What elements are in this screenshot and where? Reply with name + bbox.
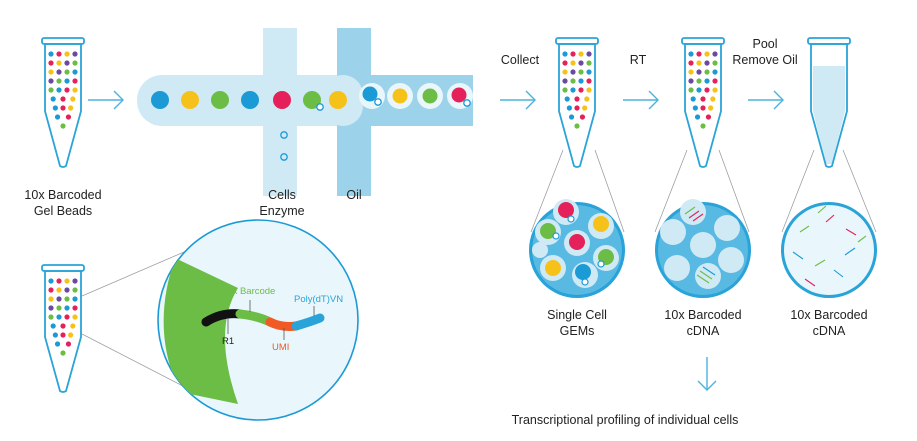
pooled-cdna-label-line1: 10x Barcoded bbox=[790, 308, 868, 322]
gel-bead bbox=[241, 91, 259, 109]
barcode-label: 10x Barcode bbox=[222, 286, 276, 297]
profiling-label: Transcriptional profiling of individual … bbox=[511, 413, 739, 427]
pooled-cdna-label-line2: cDNA bbox=[812, 324, 846, 338]
cell-input-channel bbox=[263, 28, 297, 196]
gel-beads-label-line2: Gel Beads bbox=[33, 204, 93, 218]
cell-in-channel bbox=[280, 153, 288, 161]
gem-zoom-circle bbox=[529, 199, 625, 298]
pool-label: Pool bbox=[752, 37, 778, 51]
gel-bead-tube bbox=[41, 37, 85, 168]
oil-label: Oil bbox=[346, 188, 362, 202]
gel-bead bbox=[211, 91, 229, 109]
step-arrows bbox=[88, 90, 784, 391]
gem-droplets bbox=[359, 83, 473, 109]
chevron-right-arrow bbox=[88, 90, 124, 110]
remove-oil-label: Remove Oil bbox=[732, 53, 798, 67]
gel-bead bbox=[303, 91, 321, 109]
cells-label: Cells bbox=[268, 188, 296, 202]
oligo-strand bbox=[201, 309, 325, 331]
cdna-label-line1: 10x Barcoded bbox=[664, 308, 742, 322]
gel-bead bbox=[181, 91, 199, 109]
enzyme-label: Enzyme bbox=[259, 204, 305, 218]
gel-beads-label-line1: 10x Barcoded bbox=[24, 188, 102, 202]
chevron-right-arrow bbox=[748, 90, 784, 110]
rt-tube bbox=[681, 37, 725, 168]
gems-label-line2: GEMs bbox=[559, 324, 595, 338]
umi-label: UMI bbox=[272, 342, 290, 353]
polydt-label: Poly(dT)VN bbox=[294, 294, 344, 305]
cdna-label-line2: cDNA bbox=[686, 324, 720, 338]
gel-bead-tube-small bbox=[41, 264, 85, 393]
gel-bead bbox=[273, 91, 291, 109]
cdna-gem-zoom-circle bbox=[655, 199, 751, 298]
bead-oligo-zoom-circle bbox=[157, 219, 359, 421]
microfluidic-chip bbox=[137, 28, 473, 196]
collect-label: Collect bbox=[500, 53, 540, 67]
cell-in-channel bbox=[280, 131, 288, 139]
chevron-right-arrow bbox=[500, 90, 536, 110]
zoom-lines bbox=[81, 149, 877, 401]
gems-label-line1: Single Cell bbox=[547, 308, 607, 322]
pooled-tube bbox=[807, 37, 851, 168]
pooled-cdna-zoom-circle bbox=[781, 202, 877, 298]
tubes bbox=[41, 37, 851, 393]
gel-bead bbox=[151, 91, 169, 109]
r1-label: R1 bbox=[222, 336, 235, 347]
gel-bead bbox=[329, 91, 347, 109]
rt-label: RT bbox=[629, 53, 647, 67]
collect-tube bbox=[555, 37, 599, 168]
chevron-right-arrow bbox=[623, 90, 659, 110]
chevron-down-arrow bbox=[697, 357, 717, 391]
gel-bead-surface bbox=[163, 258, 238, 404]
